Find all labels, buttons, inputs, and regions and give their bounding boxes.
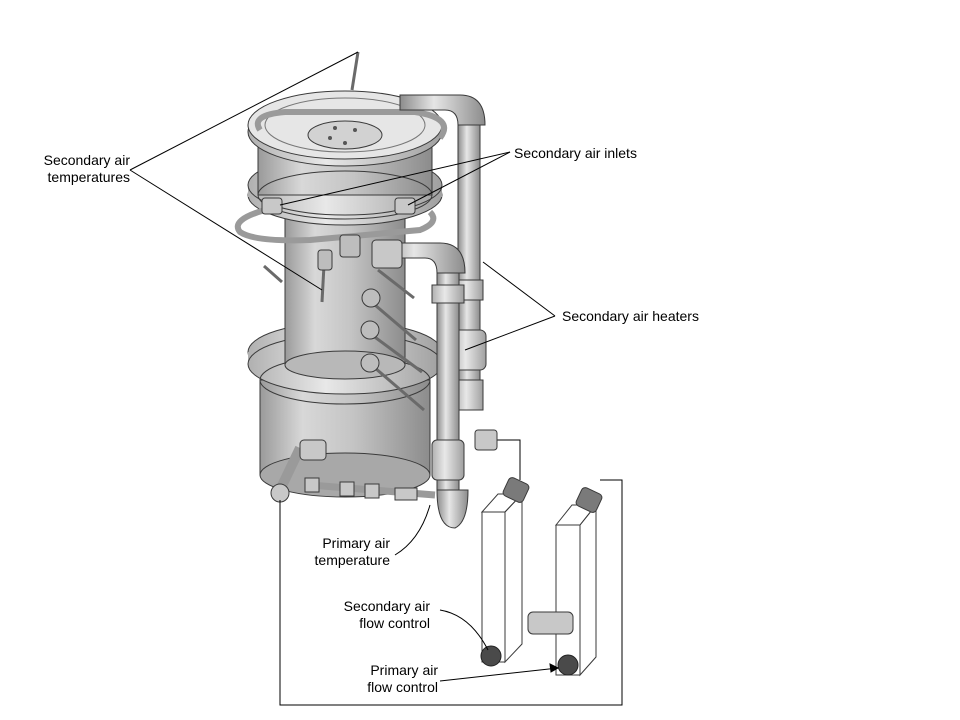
label-line: temperatures (47, 169, 130, 185)
thermocouple-fittings (317, 234, 381, 373)
label-line: Secondary air inlets (514, 145, 637, 161)
label-primary-air-temperature: Primary air temperature (290, 535, 390, 569)
label-secondary-air-temperatures: Secondary air temperatures (10, 152, 130, 186)
label-line: flow control (367, 679, 438, 695)
label-line: Secondary air (343, 598, 430, 614)
thermocouples (263, 51, 425, 412)
air-manifold-ring-upper (254, 109, 448, 140)
flowmeter-manifold (527, 611, 574, 635)
label-line: Primary air (322, 535, 390, 551)
label-line: flow control (359, 615, 430, 631)
label-line: temperature (314, 552, 390, 568)
label-primary-air-flow-control: Primary air flow control (318, 662, 438, 696)
air-supply-loop (279, 429, 623, 706)
heater-pipe-left (379, 242, 469, 529)
label-line: Secondary air heaters (562, 308, 699, 324)
top-bolt-holes (328, 126, 357, 145)
leader-lines (129, 51, 560, 682)
label-line: Secondary air (43, 152, 130, 168)
secondary-air-inlet-fittings (261, 197, 416, 269)
label-secondary-air-heaters: Secondary air heaters (562, 308, 699, 325)
label-line: Primary air (370, 662, 438, 678)
label-secondary-air-inlets: Secondary air inlets (514, 145, 637, 162)
primary-air-line (270, 439, 436, 503)
flowmeter-secondary (480, 477, 530, 667)
label-secondary-air-flow-control: Secondary air flow control (310, 598, 430, 632)
heater-pipe-right (399, 94, 487, 411)
air-manifold-ring-lower (234, 207, 437, 244)
flowmeter-primary (554, 487, 603, 677)
